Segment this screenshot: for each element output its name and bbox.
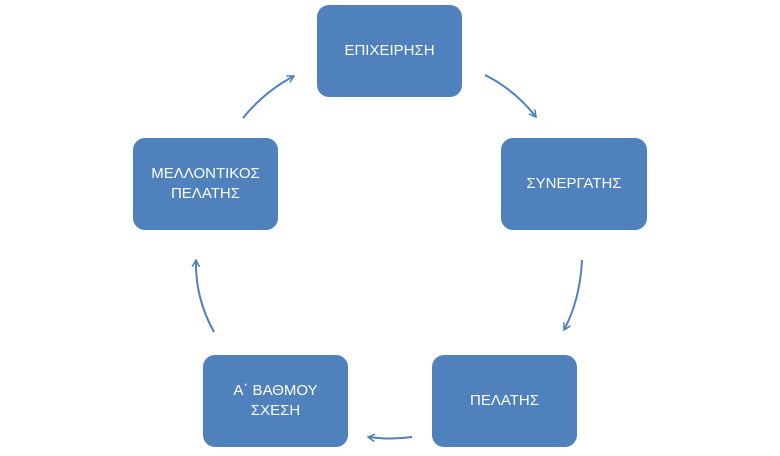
node-label-line: Α΄ ΒΑΘΜΟΥ [233,382,318,399]
arrow-synergatis-to-pelatis [564,259,583,330]
node-mellontikos-pelatis: ΜΕΛΛΟΝΤΙΚΟΣ ΠΕΛΑΤΗΣ [133,138,278,230]
node-pelatis: ΠΕΛΑΤΗΣ [432,355,577,447]
node-label-line: ΠΕΛΑΤΗΣ [469,392,540,409]
arrow-epixeirisi-to-synergatis [484,74,536,117]
node-label-line: ΜΕΛΛΟΝΤΙΚΟΣ [151,165,260,182]
node-synergatis: ΣΥΝΕΡΓΑΤΗΣ [501,138,647,230]
node-label-line: ΕΠΙΧΕΙΡΗΣΗ [344,42,435,59]
node-epixeirisi: ΕΠΙΧΕΙΡΗΣΗ [317,5,462,97]
node-label-line: ΠΕΛΑΤΗΣ [170,185,240,202]
node-label-line: ΣΥΝΕΡΓΑΤΗΣ [526,175,622,192]
arrow-pelatis-to-avathmou [368,437,413,439]
node-label-line: ΣΧΕΣΗ [250,402,301,419]
node-avathmou-schesi: Α΄ ΒΑΘΜΟΥ ΣΧΕΣΗ [203,355,348,447]
arrow-mellontikos-to-epixeirisi [242,75,294,119]
arrow-avathmou-to-mellontikos [196,260,215,333]
